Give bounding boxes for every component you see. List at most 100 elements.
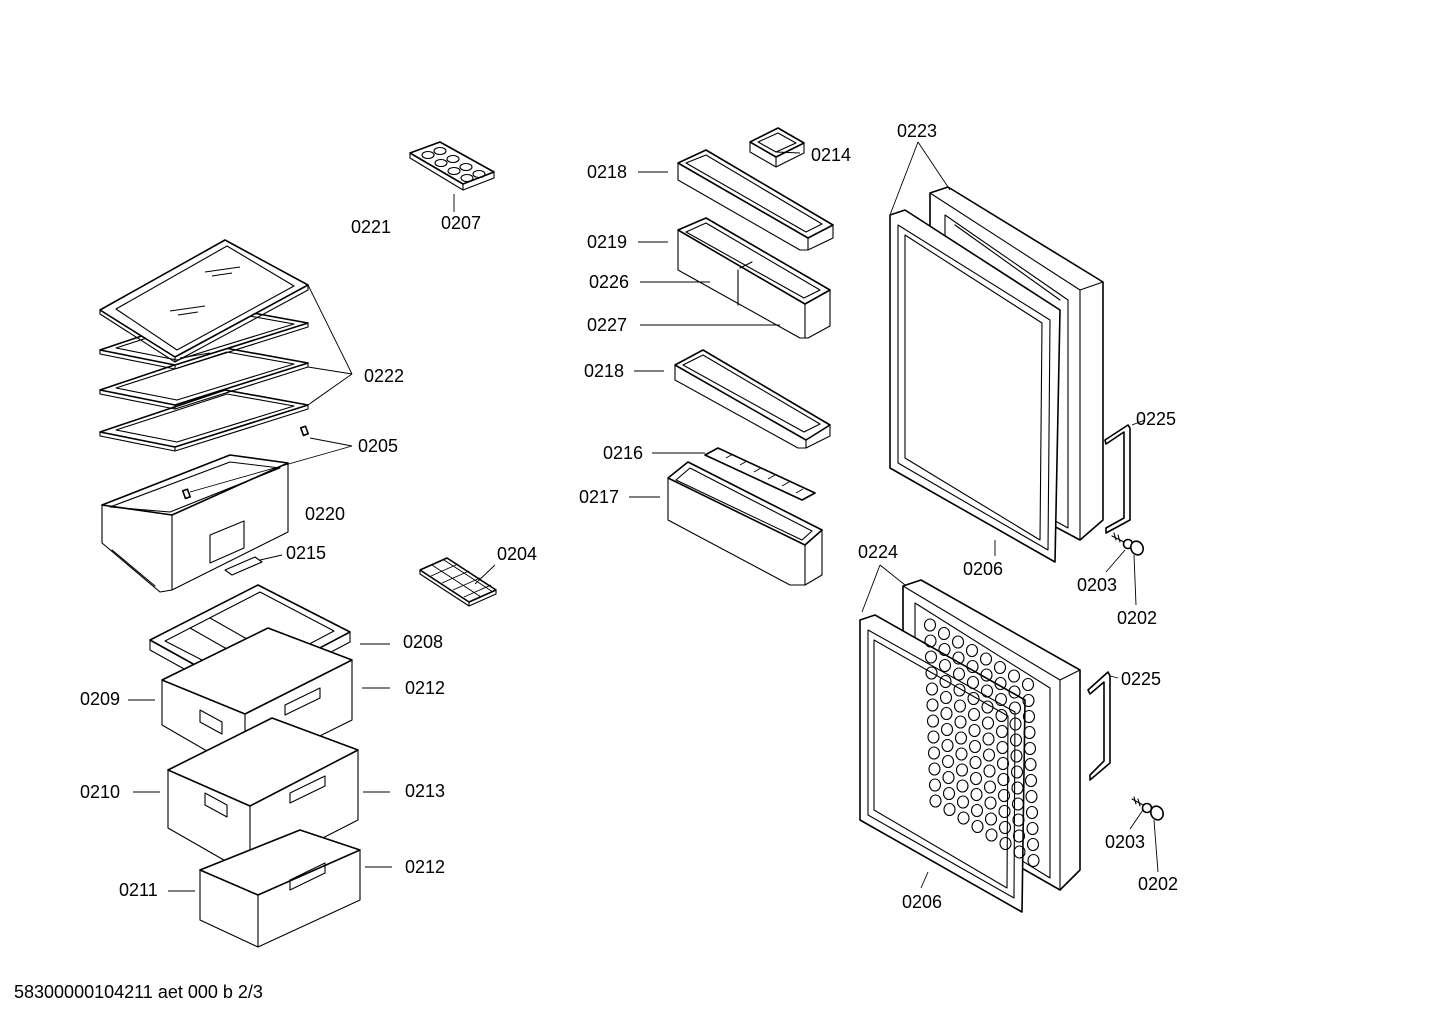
liner-dimple: [998, 804, 1011, 819]
label-0207: 0207: [441, 213, 482, 233]
fridge-door-gasket-0206: [889, 209, 1061, 563]
liner-dimple: [966, 659, 979, 674]
egg-tray-0207: [409, 141, 495, 191]
door-handle-0225-top: [1104, 424, 1131, 534]
bottle-shelf-0217: [667, 461, 823, 586]
label-0210: 0210: [80, 782, 121, 802]
liner-dimple: [981, 716, 995, 730]
small-box-0214: [749, 127, 805, 168]
liner-dimple: [969, 771, 983, 786]
liner-dimple: [995, 724, 1009, 739]
liner-dimple: [980, 684, 994, 698]
hinge-screw-0203-top: [1111, 532, 1134, 550]
liner-dimple: [941, 754, 955, 769]
liner-dimple: [995, 708, 1008, 723]
label-0212-a: 0212: [405, 678, 446, 698]
liner-dimple: [1011, 797, 1025, 811]
liner-dimple: [951, 635, 965, 649]
label-0225-b: 0225: [1121, 669, 1162, 689]
liner-dimple: [997, 772, 1010, 787]
liner-dimple: [969, 755, 982, 770]
liner-dimple: [955, 747, 968, 761]
liner-dimple: [968, 723, 981, 738]
cap-0202-bottom: [1150, 805, 1164, 821]
label-0223: 0223: [897, 121, 938, 141]
liner-dimple: [952, 651, 965, 665]
label-0203-b: 0203: [1105, 832, 1146, 852]
liner-dimple: [967, 691, 980, 706]
liner-dimple: [939, 690, 953, 705]
liner-dimple: [1026, 837, 1040, 852]
liner-dimple: [956, 795, 970, 809]
liner-dimple: [1023, 725, 1036, 740]
liner-dimple: [939, 674, 952, 689]
liner-dimple: [955, 763, 969, 777]
liner-dimple: [997, 788, 1011, 803]
liner-dimple: [996, 756, 1010, 771]
liner-dimple: [1010, 765, 1024, 779]
liner-dimple: [924, 650, 938, 664]
liner-dimple: [1011, 781, 1024, 795]
liner-dimple: [970, 787, 983, 802]
liner-dimple: [966, 675, 980, 690]
liner-dimple: [1009, 733, 1023, 747]
door-shelf-0218-top: [677, 149, 834, 251]
label-0227: 0227: [587, 315, 628, 335]
drawer-0209: [161, 627, 353, 774]
label-0216: 0216: [603, 443, 644, 463]
label-0202-a: 0202: [1117, 608, 1158, 628]
liner-dimple: [923, 618, 937, 632]
leader-lines: [128, 141, 1159, 892]
liner-dimple: [1023, 741, 1037, 756]
label-0225-a: 0225: [1136, 409, 1177, 429]
liner-dimple: [970, 803, 984, 818]
liner-dimple: [928, 762, 941, 776]
liner-dimple: [925, 682, 939, 696]
liner-dimple: [984, 812, 998, 826]
ice-tray-0204: [419, 557, 497, 607]
liner-dimple: [927, 746, 941, 760]
liner-dimple: [979, 652, 993, 666]
divider-0216: [704, 447, 816, 501]
label-0206-a: 0206: [963, 559, 1004, 579]
label-0203-a: 0203: [1077, 575, 1118, 595]
liner-dimple: [1025, 789, 1038, 804]
liner-dimple: [953, 699, 967, 713]
liner-dimple: [971, 819, 984, 834]
door-shelf-0219: [677, 217, 831, 339]
liner-dimple: [937, 626, 951, 641]
liner-dimple: [968, 739, 982, 754]
liner-dimple: [940, 722, 954, 737]
liner-dimple: [1012, 813, 1025, 827]
label-0220: 0220: [305, 504, 346, 524]
liner-dimple: [957, 811, 970, 825]
liner-dimple: [926, 698, 939, 712]
liner-dimple: [1021, 677, 1035, 692]
label-0206-b: 0206: [902, 892, 943, 912]
liner-dimple: [1022, 709, 1036, 724]
liner-dimple: [983, 764, 996, 778]
label-0213: 0213: [405, 781, 446, 801]
liner-dimple: [1010, 749, 1023, 763]
label-0218-a: 0218: [587, 162, 628, 182]
label-0214: 0214: [811, 145, 852, 165]
liner-dimple: [1024, 757, 1037, 772]
liner-dimple: [942, 786, 956, 801]
glass-shelf-bottom: [99, 389, 309, 452]
liner-dimple: [954, 731, 968, 745]
liner-dimple: [954, 715, 967, 729]
liner-dimple: [938, 642, 951, 657]
liner-dimple: [1024, 773, 1038, 788]
liner-dimple: [956, 779, 969, 793]
liner-dimple: [1013, 845, 1026, 859]
label-0221: 0221: [351, 217, 392, 237]
liner-dimple: [942, 770, 955, 785]
liner-dimple: [1027, 853, 1040, 868]
liner-dimple: [998, 820, 1012, 835]
liner-dimple: [929, 794, 942, 808]
liner-dimple: [928, 778, 942, 792]
liner-dimple: [981, 700, 994, 714]
liner-dimple: [994, 692, 1008, 707]
